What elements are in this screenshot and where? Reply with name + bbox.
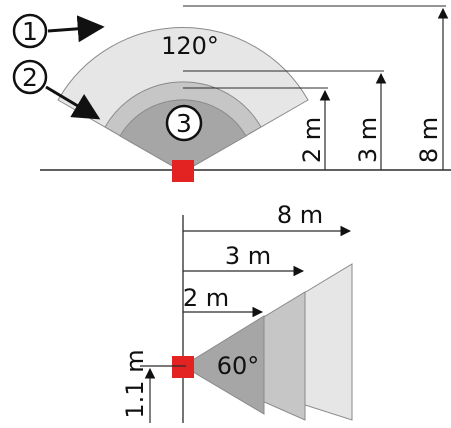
top-angle-label: 120° xyxy=(161,32,219,60)
callout-2-arrow xyxy=(45,85,101,120)
side-view: 60° 8 m 3 m 2 m 1.1 m xyxy=(121,201,353,423)
callout-1: 1 xyxy=(12,13,105,49)
side-angle-label: 60° xyxy=(217,352,260,380)
side-dim-8m-label: 8 m xyxy=(277,201,323,229)
callout-2: 2 xyxy=(12,59,101,120)
callout-1-arrow xyxy=(47,15,105,43)
top-view: 120° 2 m 3 m 8 m 1 2 3 xyxy=(12,5,451,182)
side-dim-3m-label: 3 m xyxy=(225,242,271,270)
side-sensor-icon xyxy=(172,356,194,378)
callout-1-circle xyxy=(12,13,48,49)
dim-8m-label: 8 m xyxy=(415,117,443,163)
callout-3-circle xyxy=(165,104,203,142)
callout-2-label: 2 xyxy=(22,63,38,92)
height-dim-label: 1.1 m xyxy=(121,349,149,418)
callout-1-label: 1 xyxy=(22,17,38,46)
callout-3-label: 3 xyxy=(176,109,192,138)
side-zone-3 xyxy=(182,315,265,415)
top-sensor-icon xyxy=(172,160,194,182)
dim-3m-label: 3 m xyxy=(354,117,382,163)
side-dim-2m-label: 2 m xyxy=(183,284,229,312)
callout-2-circle xyxy=(12,59,48,95)
callout-3: 3 xyxy=(165,104,203,142)
dim-2m-label: 2 m xyxy=(298,117,326,163)
